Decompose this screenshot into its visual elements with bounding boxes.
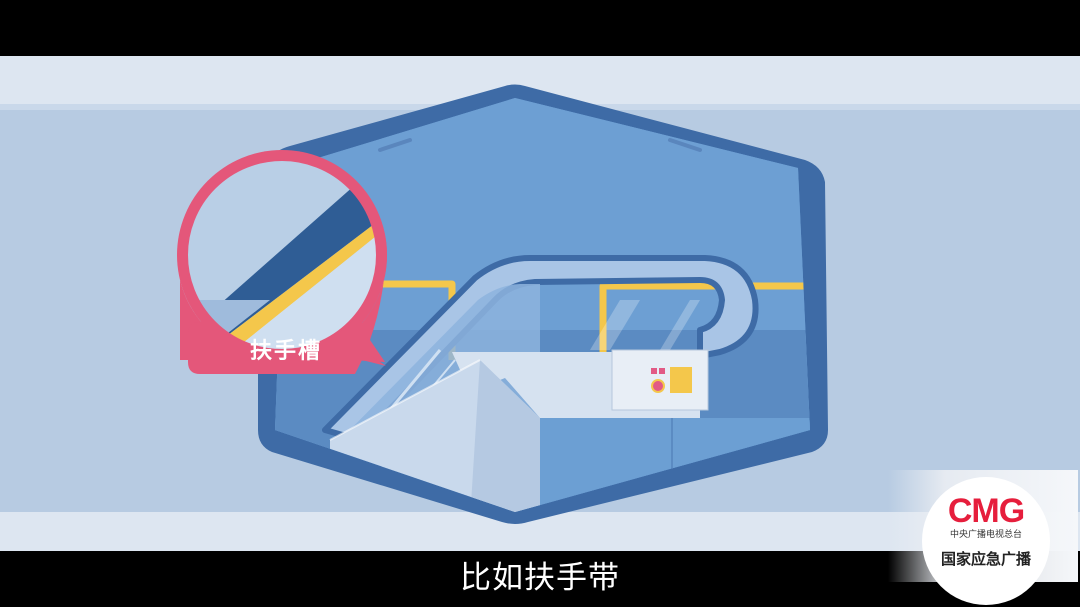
callout-magnifier — [177, 150, 387, 374]
subtitle-caption: 比如扶手带 — [460, 560, 620, 596]
letterbox-top — [0, 0, 1080, 56]
cmg-logo-badge — [922, 477, 1050, 605]
logo-program-name: 国家应急广播 — [940, 550, 1031, 568]
logo-organization-name: 中央广播电视总台 — [949, 530, 1022, 540]
callout-label: 扶手槽 — [249, 339, 322, 364]
cmg-logo-text: CMG — [947, 492, 1025, 530]
